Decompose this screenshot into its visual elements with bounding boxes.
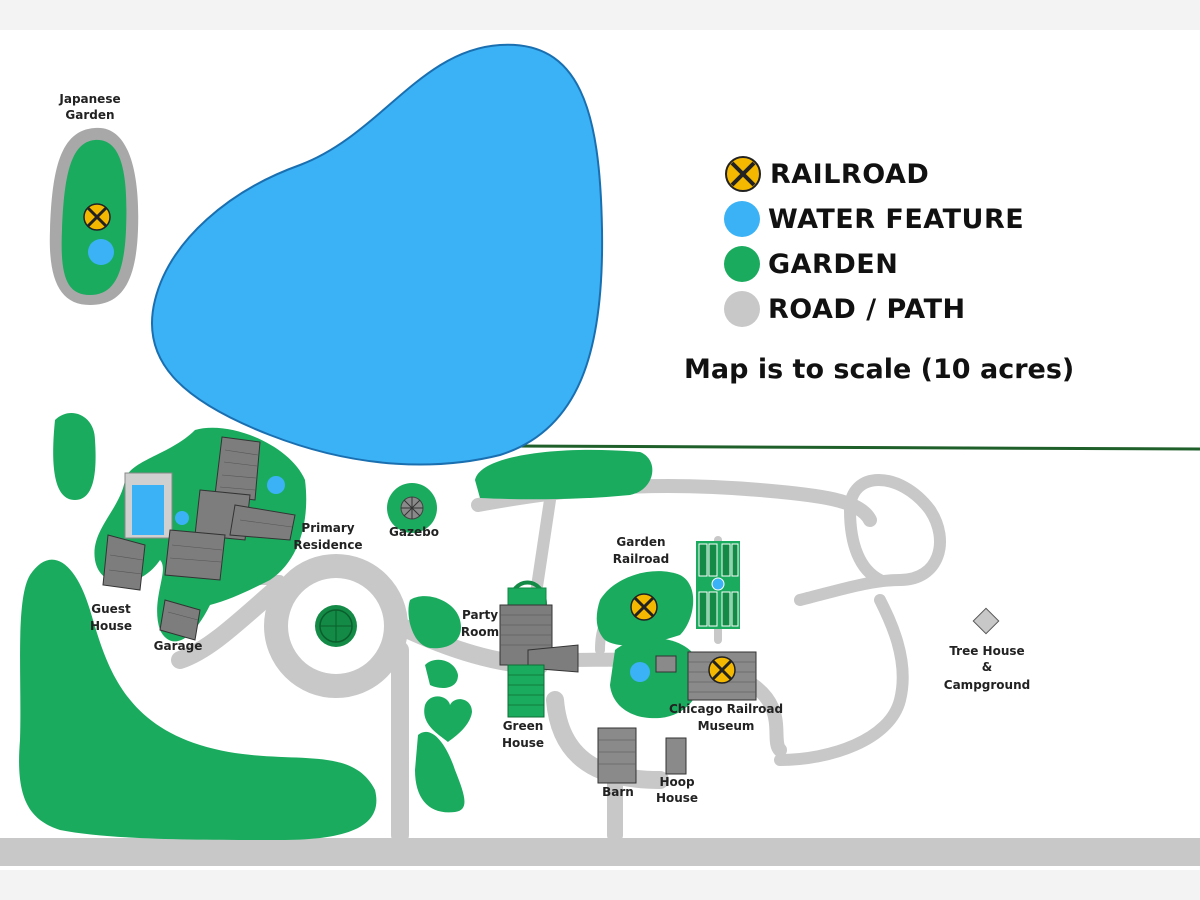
- label-japanese-garden-1: Japanese: [58, 92, 120, 106]
- vegetable-plots: [696, 541, 740, 629]
- legend-railroad: RAILROAD: [724, 155, 929, 193]
- tree-house-marker: [972, 607, 1000, 635]
- party-room-buildings: [499, 580, 579, 718]
- label-tree-house-3: Campground: [944, 678, 1030, 692]
- label-garden-railroad-1: Garden: [616, 535, 665, 549]
- garden-museum-area: [610, 638, 701, 719]
- label-hoop-house-1: Hoop: [659, 775, 695, 789]
- label-garden-railroad-2: Railroad: [613, 552, 669, 566]
- garden-swatch-icon: [724, 246, 760, 282]
- fountain-residence: [267, 476, 285, 494]
- residence-buildings: [102, 436, 296, 641]
- pool: [132, 485, 164, 535]
- label-primary-residence-2: Residence: [293, 538, 362, 552]
- fountain-small: [175, 511, 189, 525]
- gazebo: [387, 483, 437, 533]
- legend-water: WATER FEATURE: [724, 201, 1024, 237]
- label-green-house-2: House: [502, 736, 544, 750]
- legend-garden-label: GARDEN: [768, 248, 899, 280]
- main-road: [0, 838, 1200, 866]
- garden-west-small: [53, 412, 96, 500]
- garden-heart: [424, 696, 472, 742]
- legend-railroad-label: RAILROAD: [770, 158, 930, 190]
- label-barn: Barn: [602, 785, 634, 799]
- label-japanese-garden-2: Garden: [65, 108, 114, 122]
- japanese-garden: [49, 127, 139, 306]
- scale-note: Map is to scale (10 acres): [684, 354, 1075, 385]
- railroad-sign-icon: [83, 203, 111, 231]
- label-green-house-1: Green: [503, 719, 544, 733]
- garden-south-strip: [415, 731, 465, 813]
- property-line: [509, 444, 1200, 451]
- garden-large-southwest: [19, 559, 377, 840]
- label-tree-house-1: Tree House: [949, 644, 1024, 658]
- label-hoop-house-2: House: [656, 791, 698, 805]
- label-tree-house-2: &: [982, 660, 992, 674]
- railroad-sign-icon: [630, 593, 658, 621]
- railroad-sign-icon: [708, 656, 736, 684]
- legend-garden: GARDEN: [724, 246, 898, 282]
- water-swatch-icon: [724, 201, 760, 237]
- label-museum-2: Museum: [698, 719, 755, 733]
- label-guest-house-1: Guest: [91, 602, 131, 616]
- label-garage: Garage: [154, 639, 203, 653]
- label-party-room-1: Party: [462, 608, 498, 622]
- road-swatch-icon: [724, 291, 760, 327]
- legend-water-label: WATER FEATURE: [768, 203, 1025, 235]
- garden-north-strip: [475, 449, 653, 500]
- museum-pond: [630, 662, 650, 682]
- museum-building: [630, 651, 757, 701]
- barn-buildings: [597, 727, 687, 784]
- garden-party-room: [408, 596, 461, 649]
- garden-small-1: [425, 659, 458, 688]
- legend-road: ROAD / PATH: [724, 291, 966, 327]
- label-party-room-2: Room: [461, 625, 499, 639]
- railroad-sign-icon: [725, 156, 761, 192]
- label-primary-residence-1: Primary: [301, 521, 354, 535]
- japanese-garden-pond: [88, 239, 114, 265]
- legend-road-label: ROAD / PATH: [768, 293, 966, 325]
- lake: [150, 43, 604, 466]
- roundabout-garden: [315, 605, 357, 647]
- label-guest-house-2: House: [90, 619, 132, 633]
- label-museum-1: Chicago Railroad: [669, 702, 783, 716]
- label-gazebo: Gazebo: [389, 525, 439, 539]
